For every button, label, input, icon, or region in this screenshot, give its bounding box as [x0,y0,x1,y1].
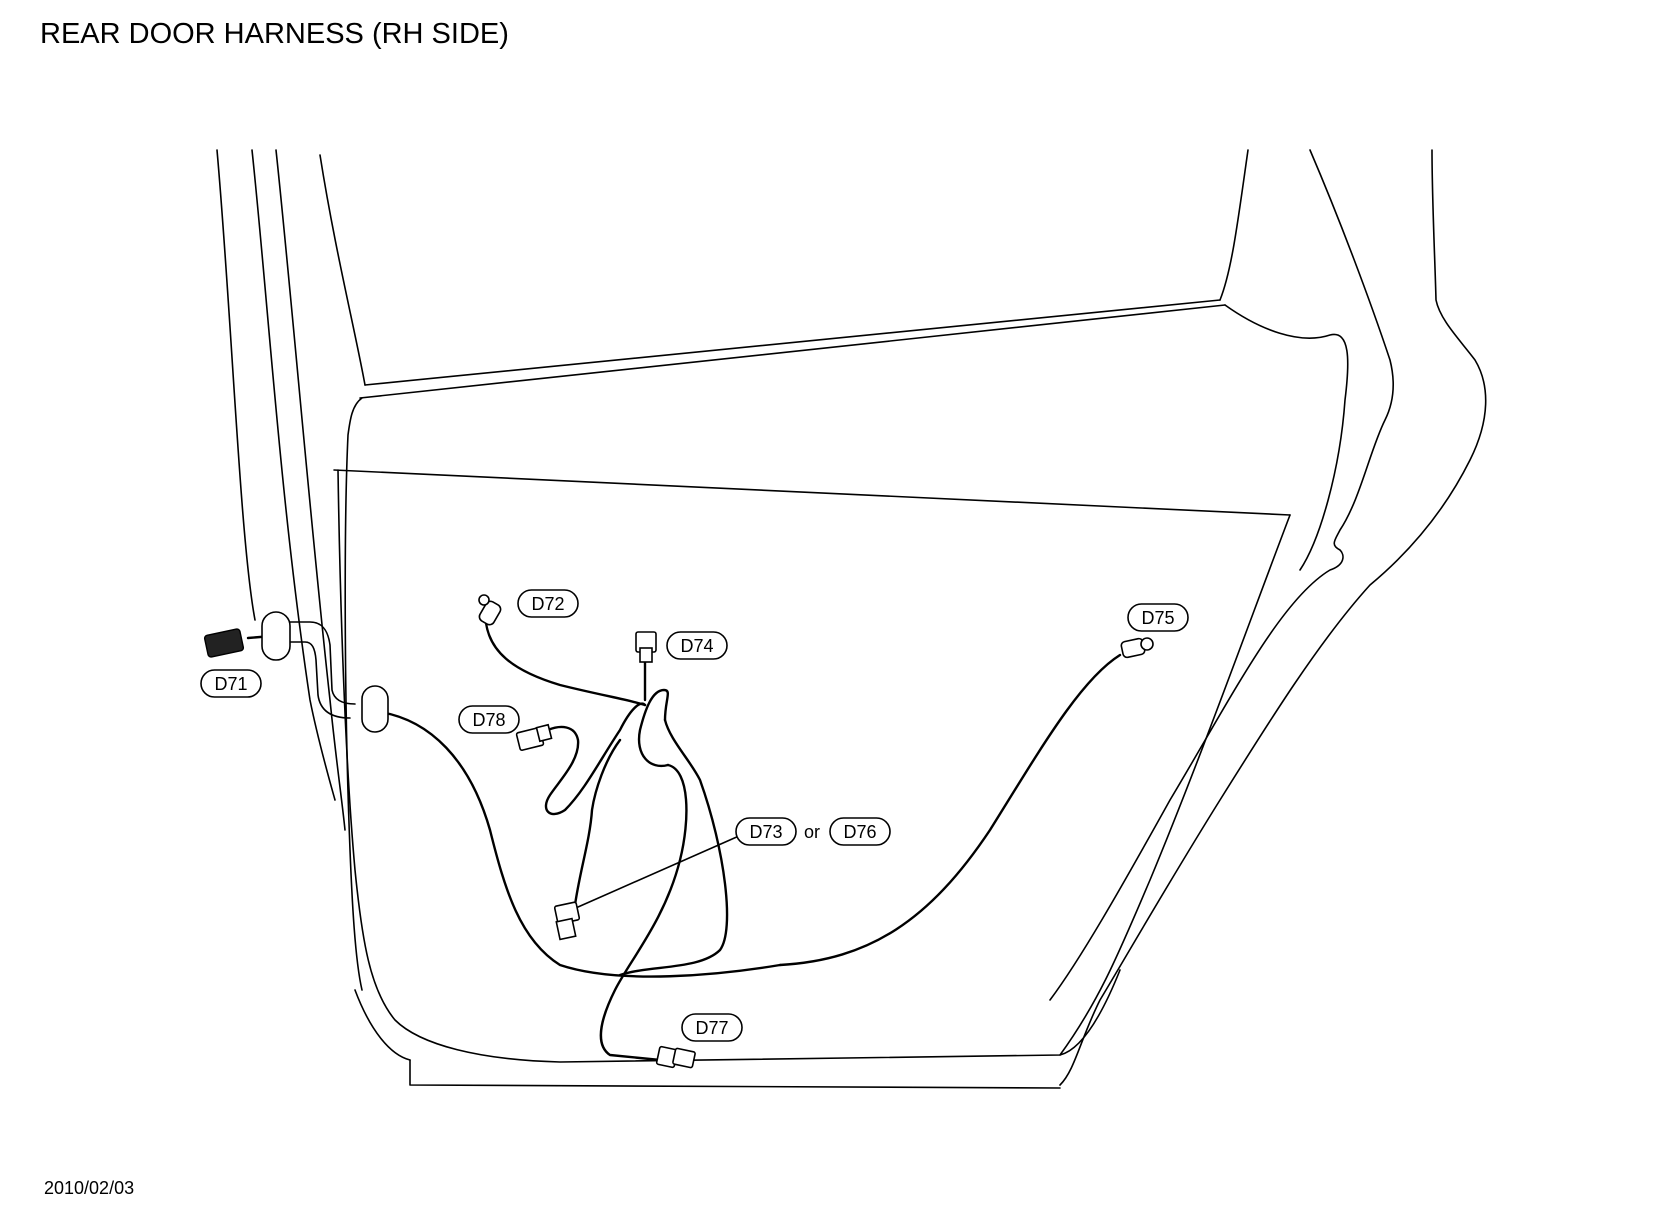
callout-d78: D78 [458,705,520,734]
callout-d72: D72 [517,589,579,618]
connector-d75 [1120,637,1154,659]
label-or: or [804,822,820,842]
label-d78: D78 [472,710,505,730]
callout-d77: D77 [681,1013,743,1042]
connector-d74 [635,631,657,663]
harness-main [246,621,1122,1062]
grommet-lower [361,685,389,733]
label-d77: D77 [695,1018,728,1038]
diagram-title: REAR DOOR HARNESS (RH SIDE) [40,18,509,50]
callout-d73: D73 [735,817,797,846]
connector-d77 [655,1045,696,1069]
connector-d71 [203,628,245,658]
callout-d74: D74 [666,631,728,660]
label-d74: D74 [680,636,713,656]
callout-d75: D75 [1127,603,1189,632]
grommet-upper [261,611,291,661]
connector-d72 [478,594,502,626]
label-d75: D75 [1141,608,1174,628]
connector-d78 [515,723,553,752]
connector-d73-d76 [553,901,581,941]
door-outline [216,149,1487,1089]
label-d73: D73 [749,822,782,842]
callout-d71: D71 [200,669,262,698]
callout-d76: D76 [829,817,891,846]
label-d76: D76 [843,822,876,842]
diagram-date: 2010/02/03 [44,1178,135,1198]
label-d72: D72 [531,594,564,614]
label-d71: D71 [214,674,247,694]
